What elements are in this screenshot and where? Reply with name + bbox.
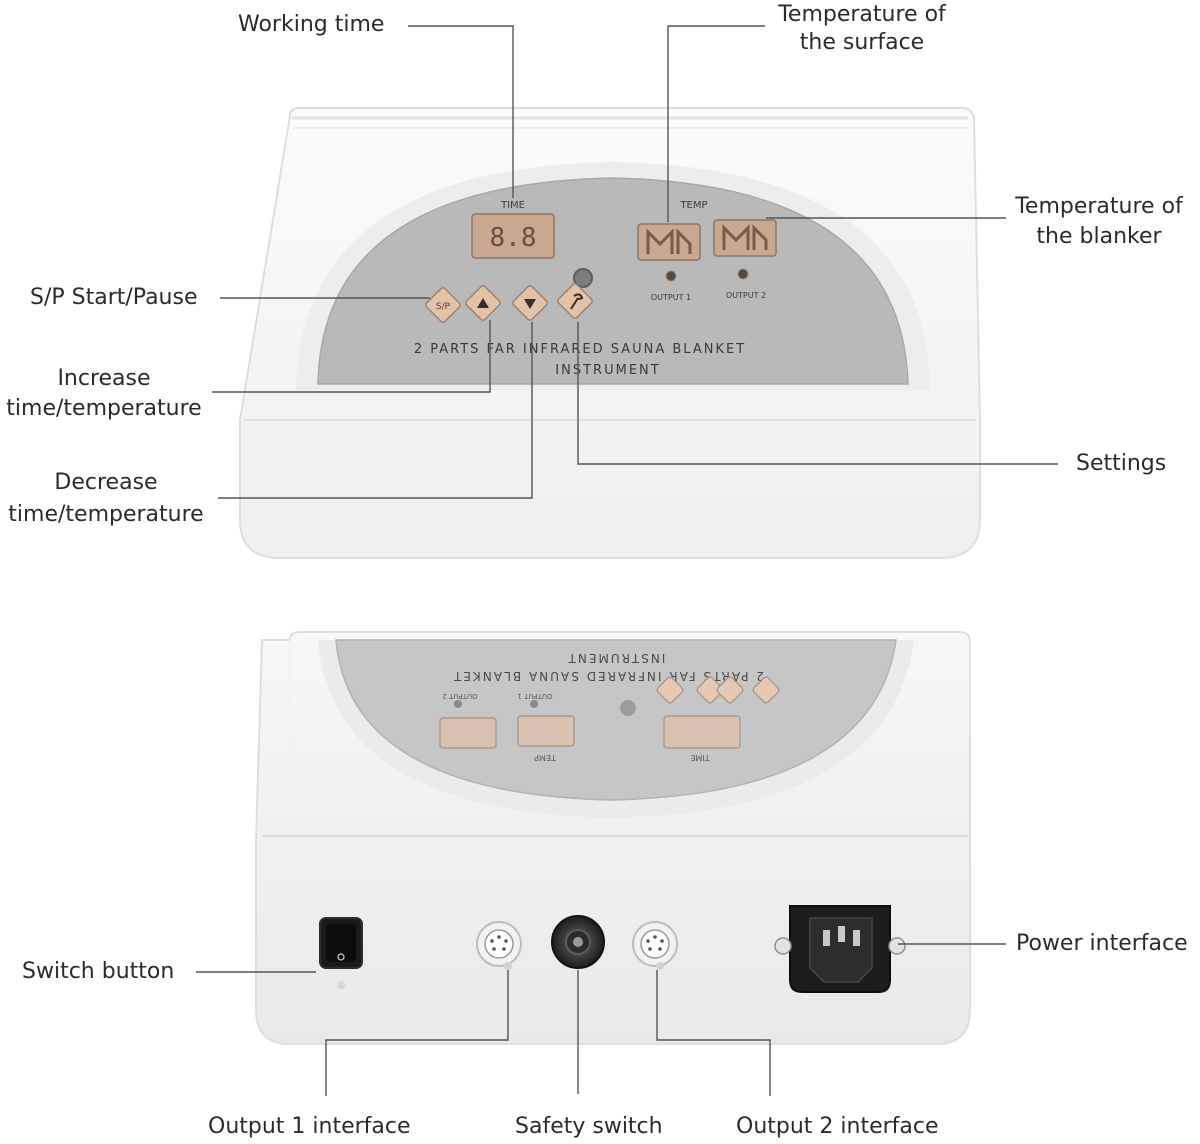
time-label: TIME [500, 200, 525, 211]
temp-label: TEMP [679, 200, 707, 211]
leader-working-time [408, 25, 514, 198]
back-panel-title-line2: INSTRUMENT [567, 651, 666, 665]
back-temp-display-1 [439, 717, 497, 749]
indicator-lamp [573, 268, 593, 288]
back-time-label: TIME [690, 753, 710, 762]
panel-title-line1: 2 PARTS FAR INFRARED SAUNA BLANKET [414, 342, 746, 357]
callout-temp-surface-line1: Temperature of [778, 2, 946, 27]
back-button-3 [716, 676, 744, 704]
back-control-panel [335, 639, 897, 801]
callout-settings: Settings [1076, 451, 1167, 476]
output2-socket[interactable] [632, 921, 678, 967]
leader-temp-surface [667, 25, 765, 222]
callout-switch-button: Switch button [22, 959, 175, 984]
power-rocker-icon [337, 953, 345, 961]
switch-button[interactable] [319, 917, 363, 969]
callout-start-pause: S/P Start/Pause [30, 285, 198, 310]
back-panel-title-line1: 2 PARTS FAR INFRARED SAUNA BLANKET [452, 669, 764, 683]
time-display-digits: 8.8 [490, 223, 537, 253]
power-socket[interactable] [774, 905, 906, 993]
callout-decrease-line1: Decrease [54, 470, 158, 495]
up-arrow-icon [477, 298, 489, 308]
back-time-display [663, 715, 741, 749]
callout-temp-blanket-line1: Temperature of [1015, 194, 1183, 219]
din-socket-icon [484, 929, 514, 959]
output1-led [665, 270, 677, 282]
device-back: 2 PARTS FAR INFRARED SAUNA BLANKET INSTR… [255, 631, 971, 1045]
back-button-2 [696, 676, 724, 704]
back-button-4 [752, 676, 780, 704]
output2-led [737, 268, 749, 280]
callout-working-time: Working time [238, 12, 385, 37]
back-indicator-lamp [620, 700, 636, 716]
decrease-button[interactable] [512, 285, 549, 322]
callout-power-interface: Power interface [1016, 931, 1188, 956]
sp-button-label: S/P [436, 302, 451, 312]
safety-switch[interactable] [551, 915, 605, 969]
leader-lines [196, 25, 1058, 1096]
device-front: TIME 8.8 TEMP OUTPUT 1 OUTPUT 2 S/P [239, 107, 981, 559]
back-output1-label: OUTPUT 1 [517, 692, 552, 700]
back-temp-display-2 [517, 715, 575, 747]
output2-label: OUTPUT 2 [726, 291, 766, 300]
leader-settings [577, 322, 1058, 465]
output1-socket[interactable] [476, 921, 522, 967]
leader-output1 [325, 970, 509, 1096]
panel-title-line2: INSTRUMENT [555, 363, 660, 378]
sp-button[interactable]: S/P [425, 287, 462, 324]
callout-output2-interface: Output 2 interface [736, 1114, 939, 1139]
callout-increase-line1: Increase [57, 366, 151, 391]
leader-decrease [218, 322, 533, 499]
leader-output2 [656, 970, 771, 1096]
time-display [471, 213, 555, 259]
output1-label: OUTPUT 1 [651, 293, 691, 302]
settings-button[interactable] [557, 283, 594, 320]
leader-increase [212, 320, 491, 393]
back-temp-label: TEMP [534, 753, 557, 762]
callout-safety-switch: Safety switch [515, 1114, 663, 1139]
back-button-1 [656, 676, 684, 704]
down-arrow-icon [524, 299, 536, 309]
temp-display-blanket [713, 219, 777, 257]
callout-increase-line2: time/temperature [6, 396, 202, 421]
back-output2-label: OUTPUT 2 [442, 692, 477, 700]
increase-button[interactable] [465, 285, 502, 322]
din-socket-icon [640, 929, 670, 959]
callout-temp-blanket-line2: the blanker [1036, 224, 1162, 249]
temp-display-surface [637, 223, 701, 261]
callout-temp-surface-line2: the surface [799, 30, 925, 55]
wrench-icon [570, 293, 584, 310]
callout-decrease-line2: time/temperature [8, 502, 204, 527]
callout-output1-interface: Output 1 interface [208, 1114, 411, 1139]
